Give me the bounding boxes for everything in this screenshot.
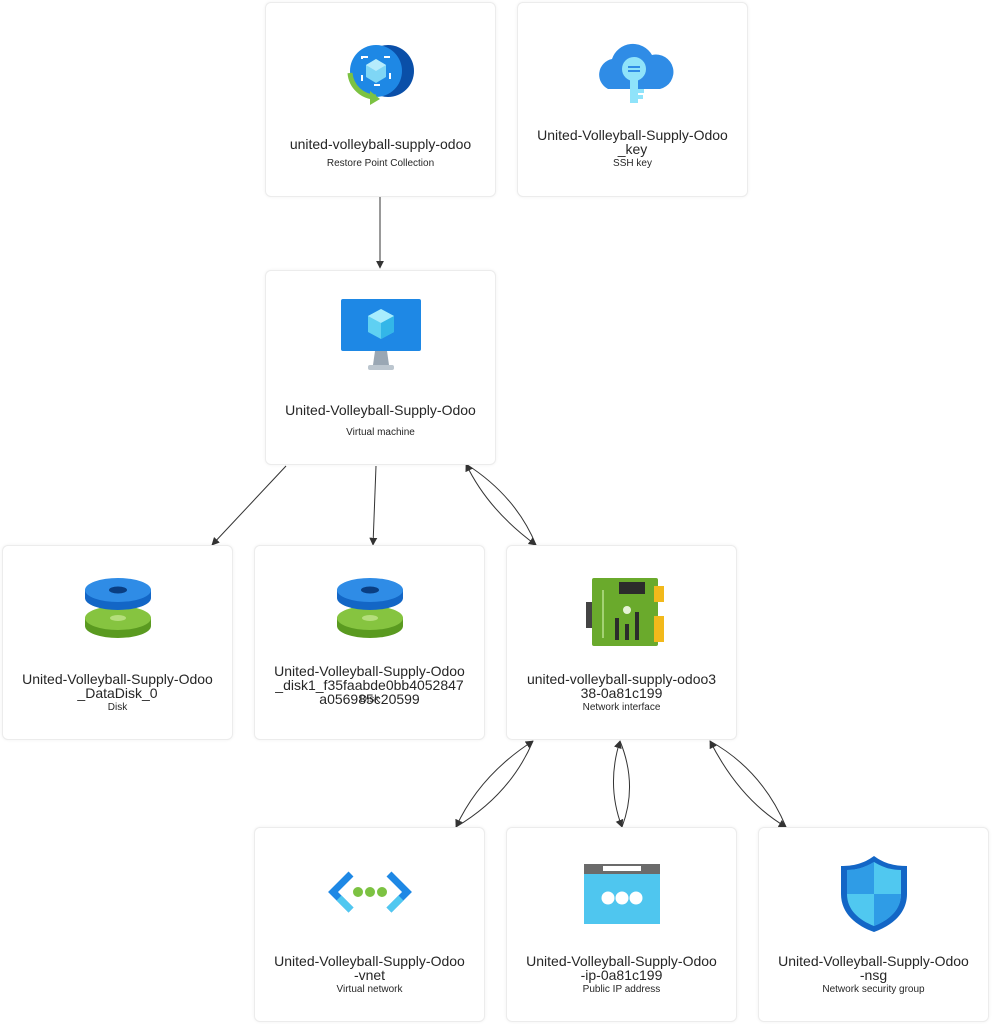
network-security-group-icon xyxy=(829,854,919,934)
disk-icon xyxy=(73,576,163,656)
node-type: Disk xyxy=(359,694,380,705)
node-type: Virtual machine xyxy=(346,427,415,438)
node-disk-0[interactable]: United-Volleyball-Supply-Odoo _DataDisk_… xyxy=(2,545,233,740)
node-name: United-Volleyball-Supply-Odoo xyxy=(285,402,476,418)
edge-nic-vnet-b xyxy=(455,740,534,828)
network-interface-icon xyxy=(577,576,667,656)
node-name: United-Volleyball-Supply-Odoo -nsg xyxy=(778,953,969,983)
node-virtual-machine[interactable]: United-Volleyball-Supply-Odoo Virtual ma… xyxy=(265,270,496,465)
edge-vm-disk0 xyxy=(211,465,287,546)
node-name: united-volleyball-supply-odoo3 38-0a81c1… xyxy=(526,671,717,701)
edge-vm-nic-a xyxy=(465,463,537,546)
node-name: united-volleyball-supply-odoo xyxy=(289,136,472,152)
node-type: Disk xyxy=(107,702,128,713)
node-type: Network interface xyxy=(582,702,661,713)
edge-nic-pip-b xyxy=(619,740,630,828)
edge-vm-disk1 xyxy=(369,465,378,546)
node-name: United-Volleyball-Supply-Odoo _key xyxy=(537,127,728,157)
node-name: United-Volleyball-Supply-Odoo _disk1_f35… xyxy=(274,663,465,707)
edge-nic-pip-a xyxy=(613,740,624,828)
virtual-network-icon xyxy=(325,858,415,938)
node-ssh-key[interactable]: United-Volleyball-Supply-Odoo _key SSH k… xyxy=(517,2,748,197)
node-virtual-network[interactable]: United-Volleyball-Supply-Odoo -vnet Virt… xyxy=(254,827,485,1022)
node-type: Restore Point Collection xyxy=(326,158,435,169)
edge-vm-nic-b xyxy=(465,463,537,546)
node-name: United-Volleyball-Supply-Odoo -vnet xyxy=(274,953,465,983)
edge-nic-nsg-b xyxy=(709,740,787,828)
node-name: United-Volleyball-Supply-Odoo _DataDisk_… xyxy=(22,671,213,701)
public-ip-icon xyxy=(577,860,667,940)
restore-point-collection-icon xyxy=(336,33,426,113)
node-public-ip-address[interactable]: United-Volleyball-Supply-Odoo -ip-0a81c1… xyxy=(506,827,737,1022)
node-restore-point-collection[interactable]: united-volleyball-supply-odoo Restore Po… xyxy=(265,2,496,197)
disk-icon xyxy=(325,576,415,656)
virtual-machine-icon xyxy=(336,295,426,375)
node-type: Virtual network xyxy=(336,984,403,995)
node-name: United-Volleyball-Supply-Odoo -ip-0a81c1… xyxy=(526,953,717,983)
edge-nic-vnet-a xyxy=(455,740,534,828)
node-type: Public IP address xyxy=(582,984,661,995)
node-type: Network security group xyxy=(822,984,925,995)
ssh-key-icon xyxy=(588,31,678,111)
node-disk-1[interactable]: United-Volleyball-Supply-Odoo _disk1_f35… xyxy=(254,545,485,740)
node-network-security-group[interactable]: United-Volleyball-Supply-Odoo -nsg Netwo… xyxy=(758,827,989,1022)
node-network-interface[interactable]: united-volleyball-supply-odoo3 38-0a81c1… xyxy=(506,545,737,740)
edge-nic-nsg-a xyxy=(709,740,787,828)
node-type: SSH key xyxy=(613,158,652,169)
